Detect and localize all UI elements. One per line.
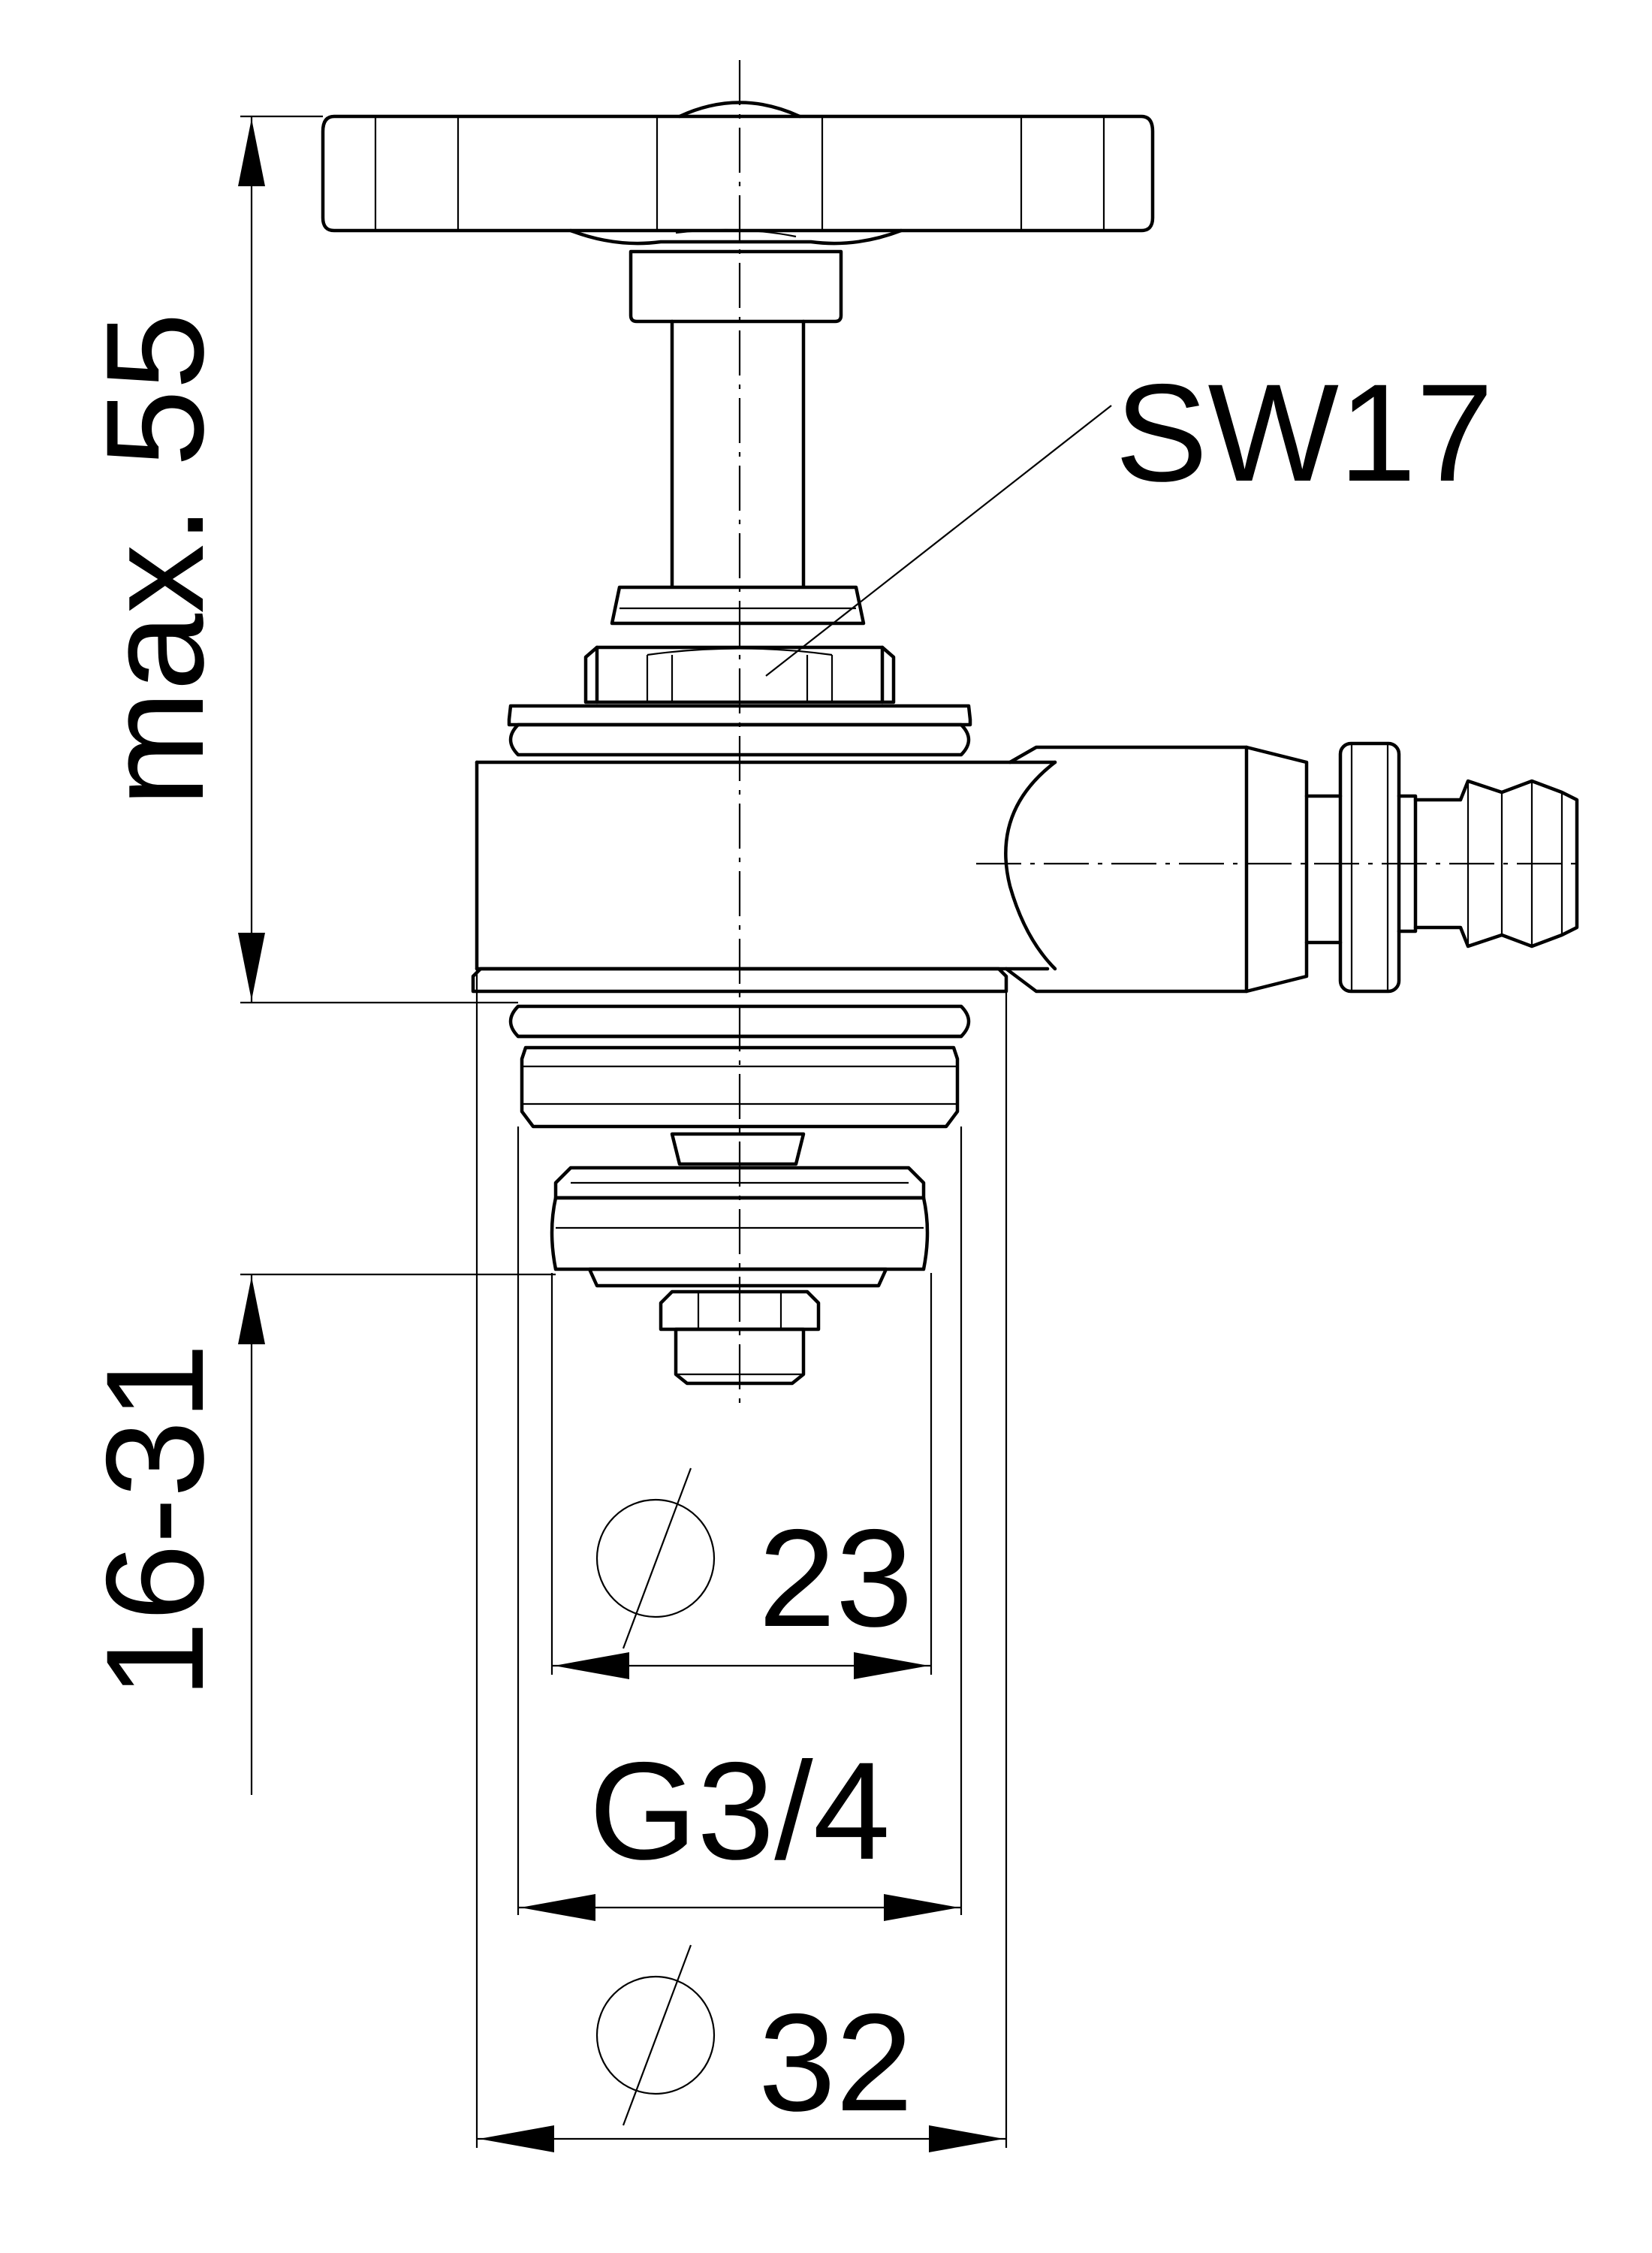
extension-lines: [240, 115, 1008, 2148]
valve-body: [475, 745, 1343, 994]
dimension-thread-label: G3/4: [589, 1734, 890, 1889]
dimension-dia-small: 23: [552, 1467, 931, 1679]
dimension-dia-small-label: 23: [758, 1501, 913, 1656]
valve-disc: [550, 1132, 930, 1288]
dimension-insertion-range-label: 16-31: [78, 1343, 233, 1698]
upper-washer: [507, 704, 972, 757]
dimension-dia-large-label: 32: [758, 1986, 913, 2140]
dimension-thread: G3/4: [518, 1734, 961, 1921]
gland-nut: [583, 585, 896, 704]
dimension-insertion-range: 16-31: [78, 1274, 265, 1795]
centerlines: [738, 60, 1577, 1412]
dimension-height-max: max. 55: [78, 116, 265, 1003]
hose-connection: [1338, 741, 1579, 994]
spindle: [629, 249, 843, 588]
diameter-icon: [595, 1944, 716, 2126]
dimension-height-max-label: max. 55: [78, 312, 233, 807]
wrench-size-label: SW17: [1115, 356, 1494, 511]
diameter-icon: [595, 1467, 716, 1649]
dimension-dia-large: 32: [477, 1944, 1006, 2152]
handwheel: [321, 101, 1155, 246]
wrench-size-callout: SW17: [765, 356, 1494, 677]
